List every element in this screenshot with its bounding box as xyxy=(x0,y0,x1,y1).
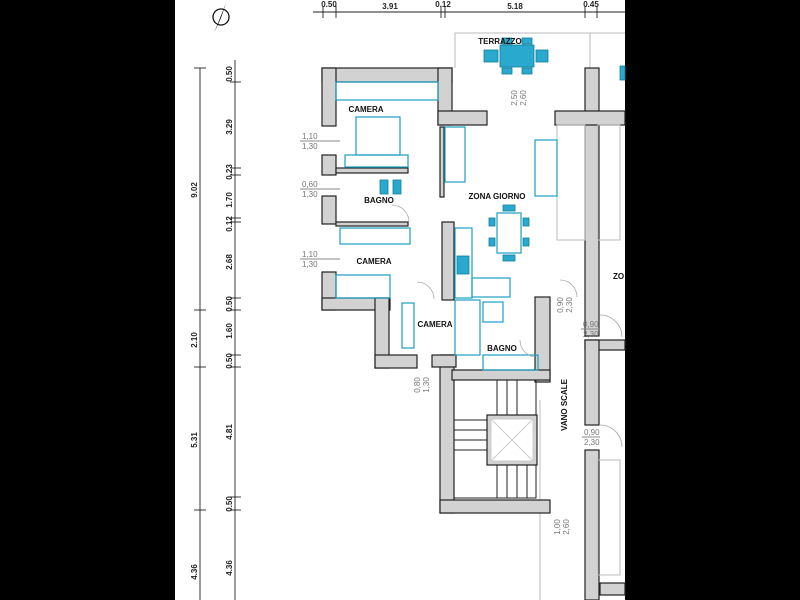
svg-text:2,30: 2,30 xyxy=(584,438,600,447)
dimension-label: 4.36 xyxy=(225,560,234,576)
dimension-label: 0.45 xyxy=(583,0,599,9)
room-labels: TERRAZZO CAMERA BAGNO ZONA GIORNO CAMERA… xyxy=(348,37,624,431)
dimension-label: 4.36 xyxy=(190,564,199,580)
room-label-camera: CAMERA xyxy=(348,105,383,114)
svg-text:1,30: 1,30 xyxy=(302,142,318,151)
svg-text:2,30: 2,30 xyxy=(583,330,599,339)
dimension-label: 2.10 xyxy=(190,332,199,348)
svg-text:0,90: 0,90 xyxy=(556,297,565,313)
svg-text:0,80: 0,80 xyxy=(413,377,422,393)
dimension-label: 3.91 xyxy=(382,2,398,11)
dimension-label: 0.12 xyxy=(225,216,234,232)
svg-text:0,90: 0,90 xyxy=(584,428,600,437)
svg-text:1,30: 1,30 xyxy=(302,190,318,199)
dimension-label: 3.29 xyxy=(225,119,234,135)
dimension-label: 1.70 xyxy=(225,192,234,208)
svg-text:1,30: 1,30 xyxy=(422,377,431,393)
room-label-camera: CAMERA xyxy=(417,320,452,329)
dimension-label: 1.60 xyxy=(225,323,234,339)
dimension-label: 0.50 xyxy=(225,496,234,512)
furniture xyxy=(335,37,626,371)
dimension-label: 0.23 xyxy=(225,164,234,180)
room-label-bagno: BAGNO xyxy=(364,196,394,205)
room-label-camera: CAMERA xyxy=(356,257,391,266)
dimension-label: 5.18 xyxy=(507,2,523,11)
svg-text:2,60: 2,60 xyxy=(519,90,528,106)
opening-label: 0,902,30 xyxy=(581,320,600,339)
opening-label: 0,902,30 xyxy=(582,428,600,447)
svg-text:0,90: 0,90 xyxy=(583,320,599,329)
svg-text:0,60: 0,60 xyxy=(302,180,318,189)
dimension-label: 0.50 xyxy=(225,296,234,312)
dimension-label: 0.50 xyxy=(225,66,234,82)
north-arrow-icon xyxy=(212,3,230,33)
svg-text:2,60: 2,60 xyxy=(562,519,571,535)
room-label-zona: ZO xyxy=(613,272,624,281)
room-label-zona-giorno: ZONA GIORNO xyxy=(468,192,525,201)
dimension-label: 2.68 xyxy=(225,254,234,270)
dimension-label: 4.81 xyxy=(225,424,234,440)
room-label-bagno: BAGNO xyxy=(487,344,517,353)
left-outer-dimension-line: 9.02 2.10 5.31 4.36 xyxy=(190,67,206,600)
svg-text:2,30: 2,30 xyxy=(565,297,574,313)
door-swings xyxy=(391,204,623,448)
svg-text:1,10: 1,10 xyxy=(302,132,318,141)
svg-text:1,10: 1,10 xyxy=(302,250,318,259)
room-label-terrazzo: TERRAZZO xyxy=(478,37,522,46)
dimension-label: 0.50 xyxy=(321,0,337,9)
opening-label: 0,601,30 xyxy=(300,180,340,199)
svg-text:2,50: 2,50 xyxy=(510,90,519,106)
dimension-label: 9.02 xyxy=(190,182,199,198)
top-dimension-line: 0.50 3.91 0.12 5.18 0.45 xyxy=(313,0,625,18)
stair-flight xyxy=(453,124,621,576)
walls xyxy=(321,67,626,600)
svg-text:1,00: 1,00 xyxy=(553,519,562,535)
svg-text:1,30: 1,30 xyxy=(302,260,318,269)
room-label-vano-scale: VANO SCALE xyxy=(560,378,569,431)
dimension-label: 0.50 xyxy=(225,353,234,369)
dimension-label: 0.12 xyxy=(435,0,451,9)
opening-label: 1,101,30 xyxy=(300,250,340,269)
dimension-label: 5.31 xyxy=(190,432,199,448)
left-inner-dimension-line: 0.50 3.29 0.23 1.70 0.12 2.68 0.50 1.60 … xyxy=(225,60,241,600)
opening-label: 1,101,30 xyxy=(300,132,340,151)
